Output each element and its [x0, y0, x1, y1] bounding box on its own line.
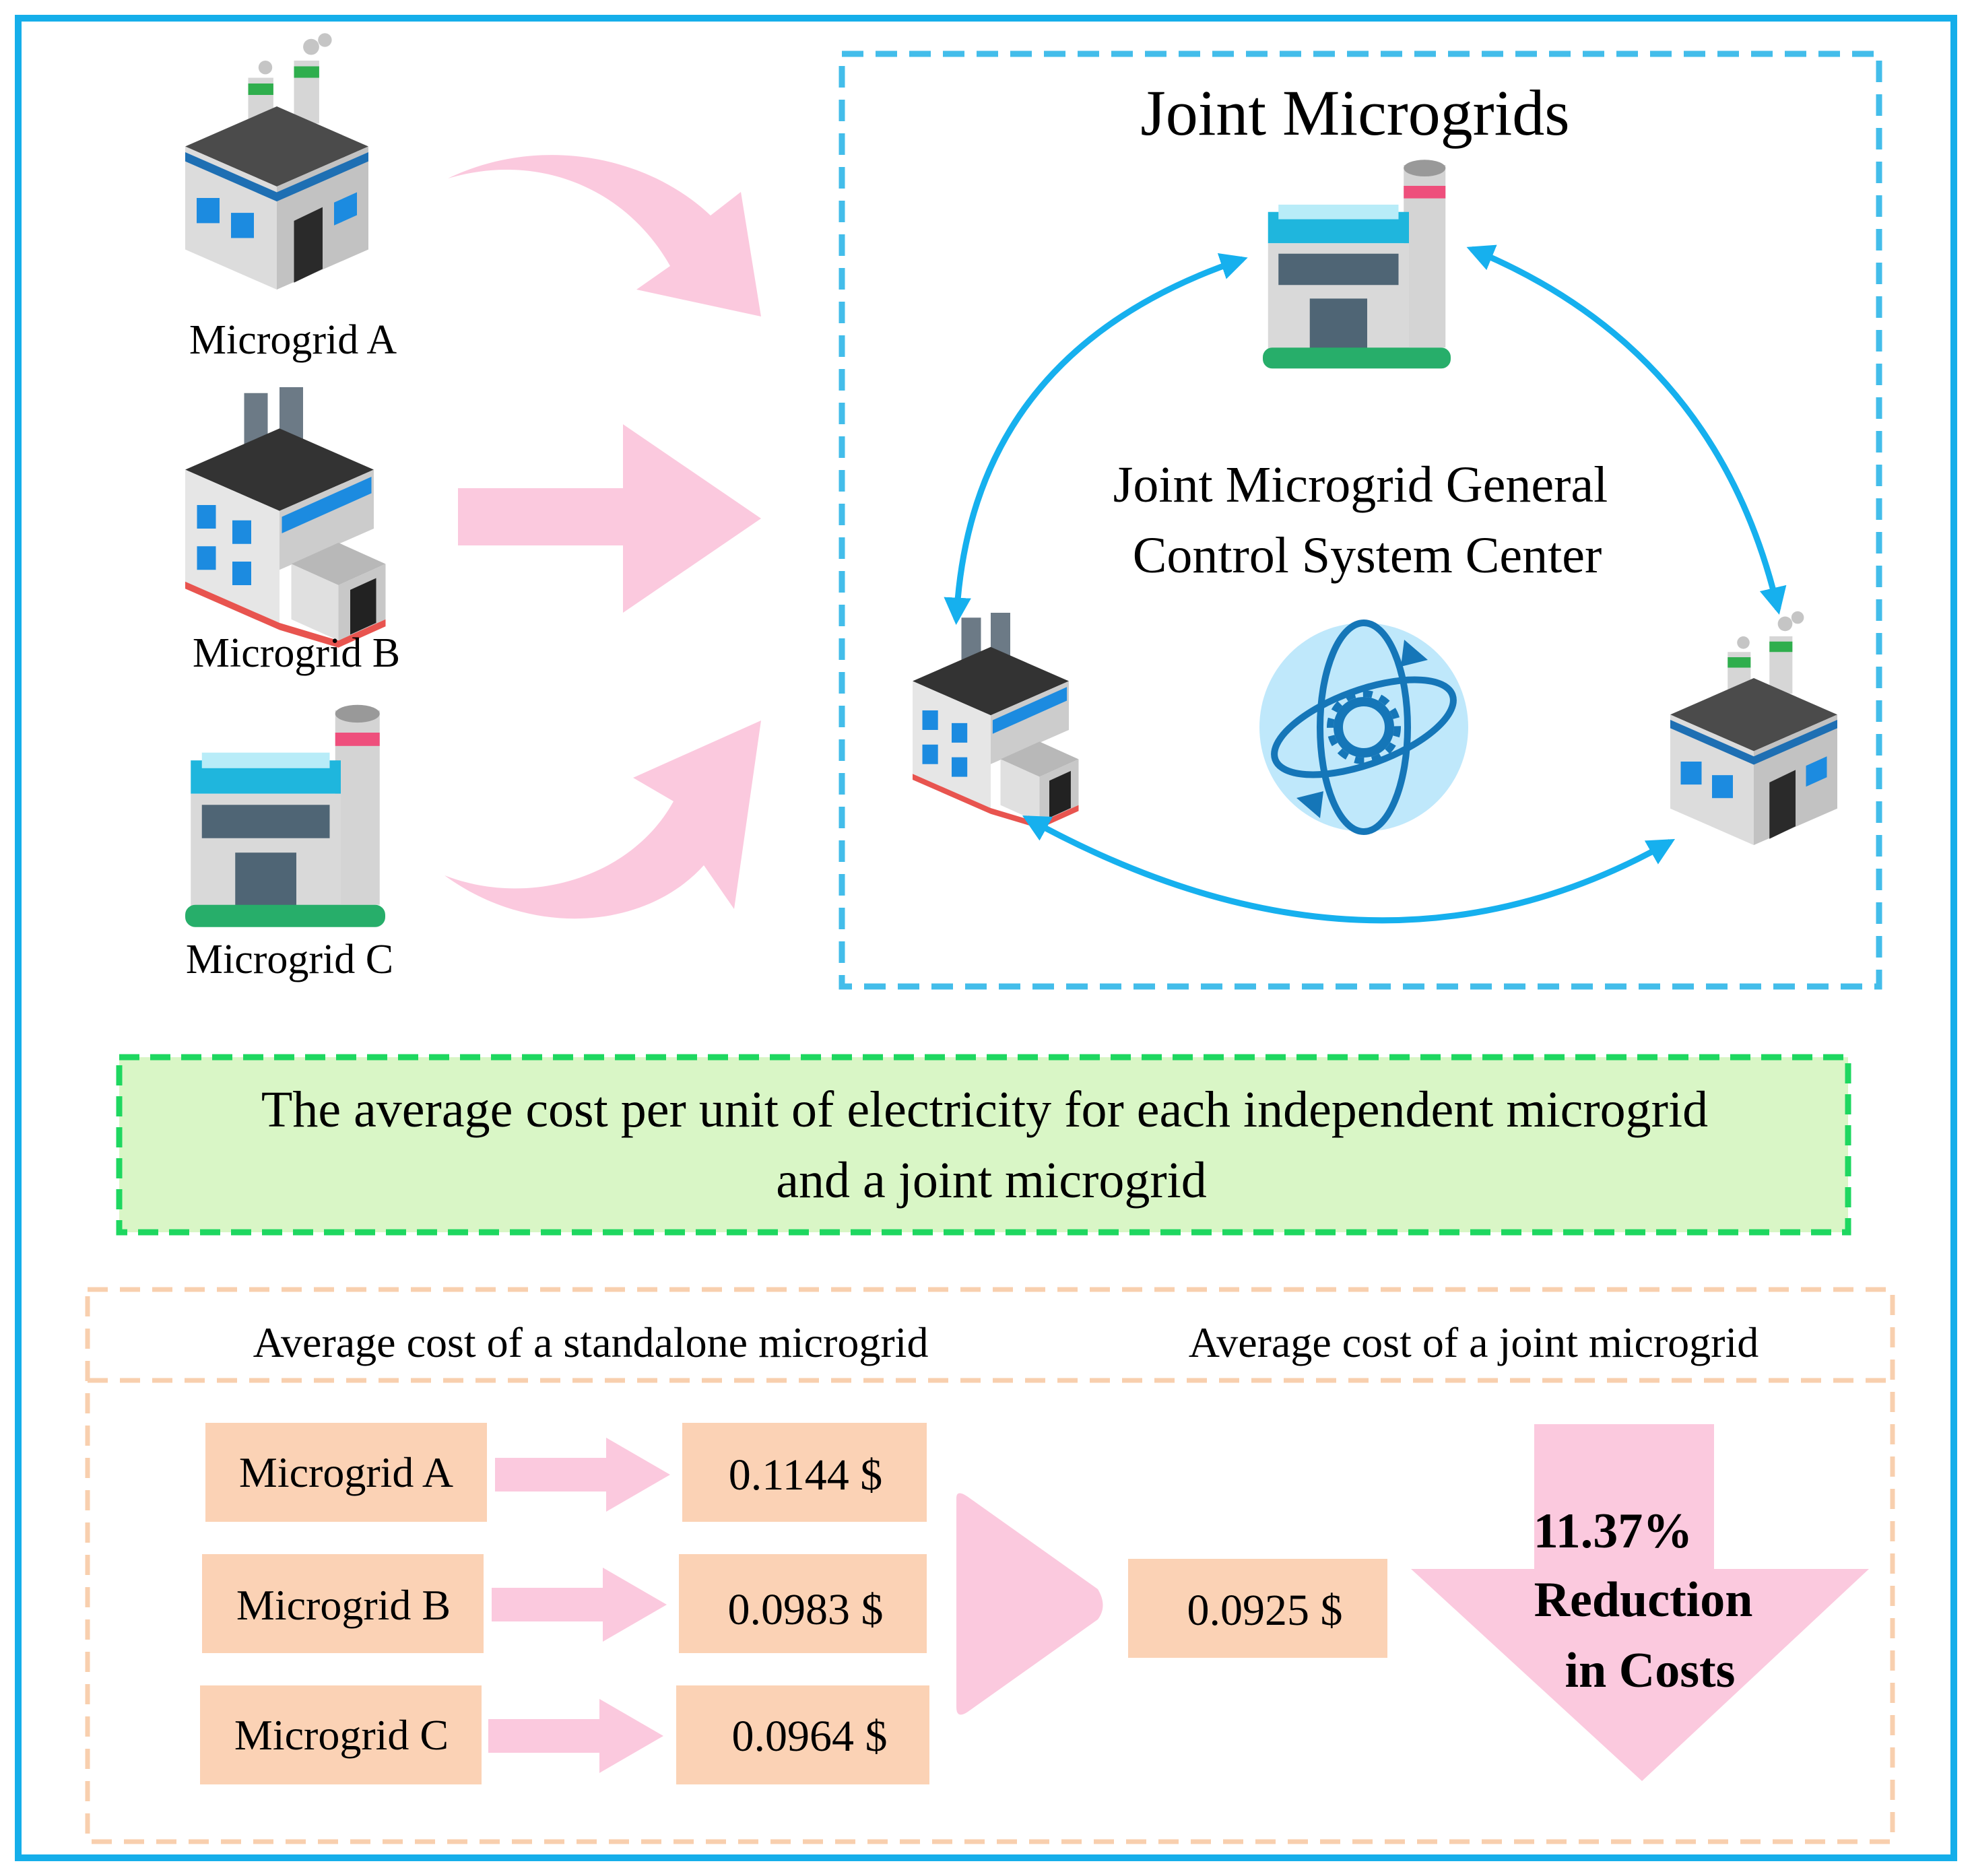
- pink-curved-arrow-top: [448, 155, 761, 316]
- row-a-arrow: [495, 1438, 670, 1512]
- joint-factory-top-icon: [1263, 160, 1451, 369]
- microgrid-c-label: Microgrid C: [186, 937, 393, 982]
- reduction-down-arrow: [1411, 1424, 1869, 1781]
- joint-microgrids-title: Joint Microgrids: [1140, 77, 1569, 149]
- blue-arrow-top-left: [944, 253, 1248, 626]
- merge-arrow: [956, 1493, 1103, 1715]
- globe-gear-rotation-icon: [1259, 619, 1468, 835]
- microgrid-b-factory-icon: [185, 387, 386, 648]
- row-c-label: Microgrid C: [234, 1711, 449, 1759]
- standalone-cost-header: Average cost of a standalone microgrid: [253, 1318, 929, 1366]
- control-center-line1: Joint Microgrid General: [1113, 457, 1608, 513]
- joint-value-box: [1128, 1559, 1387, 1658]
- reduction-percent: 11.37%: [1534, 1504, 1692, 1559]
- control-center-line2: Control System Center: [1133, 527, 1602, 584]
- summary-box: [116, 1054, 1851, 1236]
- pink-curved-arrow-bottom: [445, 721, 761, 919]
- row-a-value: 0.1144 $: [729, 1450, 883, 1500]
- row-a-label-box: [205, 1423, 487, 1522]
- joint-factory-left-icon: [913, 613, 1079, 829]
- cost-row-c: Microgrid C 0.0964 $: [200, 1685, 929, 1784]
- summary-line2: and a joint microgrid: [776, 1152, 1207, 1209]
- outer-frame: [15, 15, 1957, 1861]
- blue-arrow-top-right: [1466, 244, 1787, 615]
- row-c-label-box: [200, 1685, 482, 1784]
- blue-arrow-bottom: [1022, 815, 1676, 924]
- cost-outer-frame: [85, 1287, 1895, 1844]
- joint-microgrids-frame: [839, 51, 1882, 990]
- reduction-line2: Reduction: [1534, 1572, 1753, 1628]
- cost-row-a: Microgrid A 0.1144 $: [205, 1423, 927, 1522]
- joint-cost-header: Average cost of a joint microgrid: [1189, 1318, 1759, 1366]
- row-b-label: Microgrid B: [236, 1581, 451, 1629]
- row-b-value: 0.0983 $: [728, 1585, 884, 1634]
- row-a-label: Microgrid A: [239, 1448, 453, 1496]
- joint-factory-right-icon: [1670, 611, 1837, 845]
- pink-straight-arrow-middle: [458, 424, 761, 613]
- row-c-value: 0.0964 $: [732, 1712, 888, 1761]
- row-c-arrow: [488, 1699, 663, 1773]
- microgrid-a-label: Microgrid A: [189, 317, 397, 363]
- row-a-value-box: [682, 1423, 927, 1522]
- cost-row-b: Microgrid B 0.0983 $: [202, 1554, 927, 1653]
- row-b-label-box: [202, 1554, 484, 1653]
- row-c-value-box: [676, 1685, 929, 1784]
- row-b-arrow: [492, 1568, 667, 1642]
- microgrid-b-label: Microgrid B: [193, 630, 400, 676]
- joint-value: 0.0925 $: [1187, 1586, 1343, 1635]
- microgrid-a-factory-icon: [185, 33, 368, 290]
- reduction-line3: in Costs: [1565, 1643, 1736, 1698]
- summary-line1: The average cost per unit of electricity…: [261, 1081, 1708, 1138]
- microgrid-c-factory-icon: [185, 704, 385, 927]
- row-b-value-box: [679, 1554, 927, 1653]
